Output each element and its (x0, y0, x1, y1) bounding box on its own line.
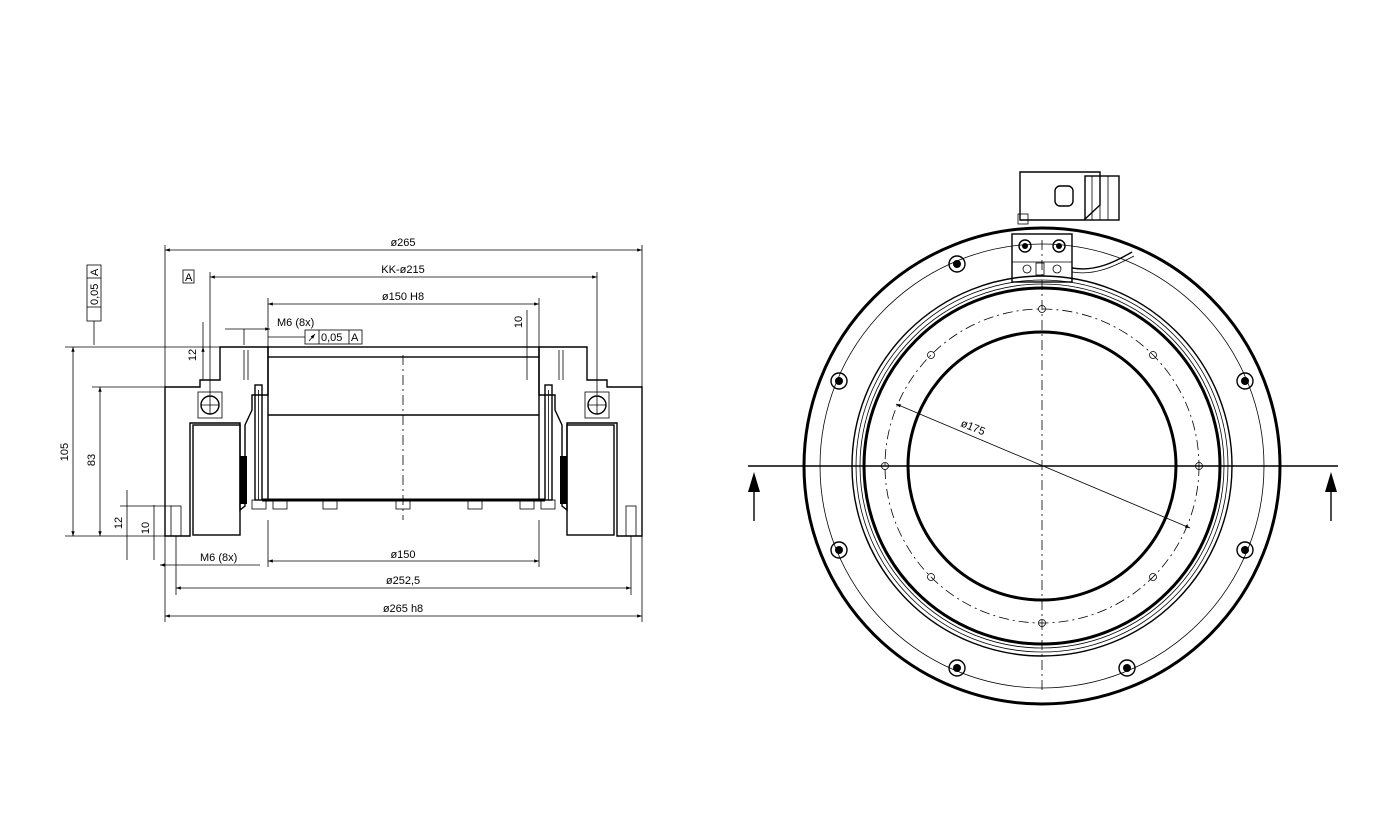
dim-12-bottom: 12 (113, 517, 125, 529)
left-magnet (240, 456, 247, 504)
left-housing (164, 346, 269, 537)
section-dimensions: ø265 KK-ø215 ø150 H8 M6 (8x) A 0,05 A (59, 237, 643, 622)
front-view: ø175 (748, 171, 1338, 706)
rotor (170, 346, 637, 537)
datum-a: A (185, 272, 193, 284)
runout-outer-ref: A (89, 268, 101, 276)
dim-10-bottom: 10 (140, 522, 152, 534)
housing-section (164, 346, 643, 537)
inner-holes (881, 305, 1203, 627)
dim-thread-top: M6 (8x) (277, 317, 314, 329)
dim-inner-dia: ø175 (959, 418, 987, 439)
runout-outer-value: 0,05 (89, 284, 101, 305)
outer-bolts (830, 255, 1254, 677)
dim-height-83: 83 (86, 454, 98, 466)
right-winding (566, 424, 615, 536)
dim-10-right: 10 (513, 316, 525, 328)
right-housing (538, 346, 643, 537)
rotor-top-ring (267, 346, 540, 358)
right-magnet (560, 456, 567, 504)
section-view: ø265 KK-ø215 ø150 H8 M6 (8x) A 0,05 A (59, 237, 643, 622)
dim-height-total: 105 (59, 443, 71, 461)
runout-inner-value: 0,05 (321, 332, 342, 344)
dim-od-top: ø265 (390, 237, 415, 249)
runout-inner-ref: A (351, 332, 359, 344)
left-winding (192, 424, 241, 536)
dim-thread-bottom: M6 (8x) (200, 552, 237, 564)
dim-od-bottom: ø265 h8 (383, 603, 423, 615)
dim-252: ø252,5 (386, 575, 420, 587)
dim-12-top: 12 (187, 349, 199, 361)
connector (1011, 171, 1135, 283)
dim-bottom-150: ø150 (390, 549, 415, 561)
dim-kk: KK-ø215 (381, 264, 424, 276)
dim-bore: ø150 H8 (382, 291, 424, 303)
